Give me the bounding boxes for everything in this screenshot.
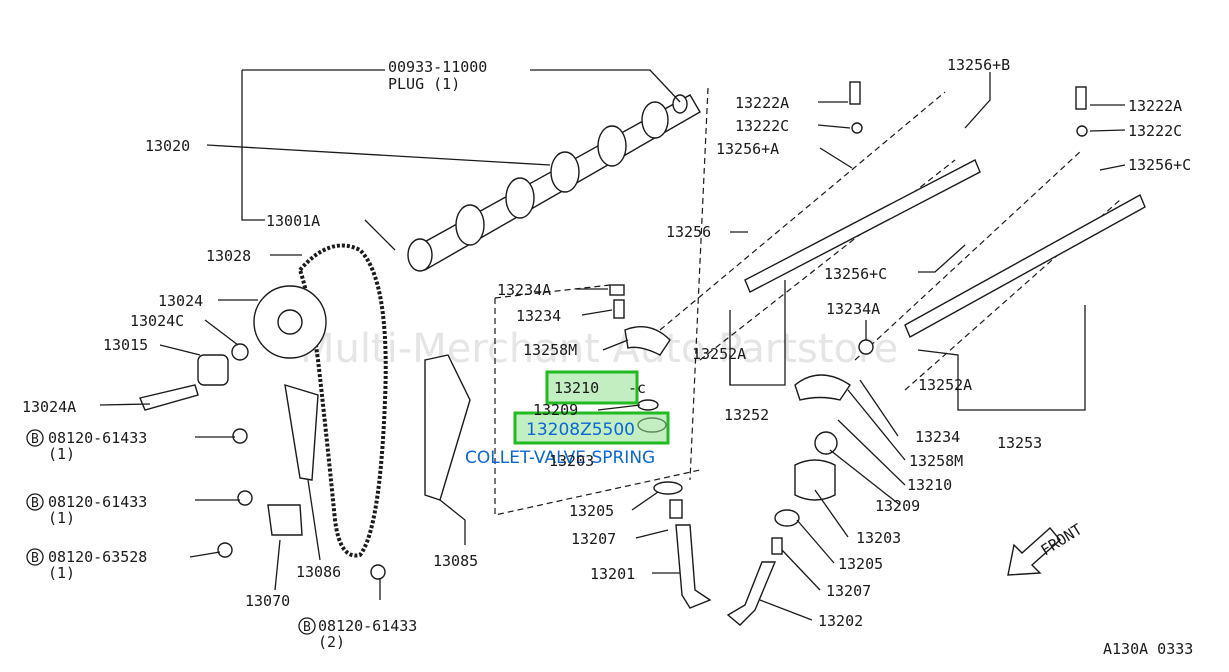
camshaft bbox=[407, 94, 701, 272]
svg-text:B: B bbox=[31, 551, 39, 566]
callout-c13024c: 13024C bbox=[130, 312, 184, 330]
callout-c13085: 13085 bbox=[433, 552, 478, 570]
callout-c13001a: 13001A bbox=[266, 212, 320, 230]
callout-plug-name: PLUG (1) bbox=[388, 75, 460, 93]
callout-c13202: 13202 bbox=[818, 612, 863, 630]
callout-c13258m-r: 13258M bbox=[909, 452, 963, 470]
sprocket-13015 bbox=[197, 354, 229, 386]
callout-b2q: (1) bbox=[48, 509, 75, 527]
callout-c13203-r: 13203 bbox=[856, 529, 901, 547]
callout-b1: 08120-61433 bbox=[48, 429, 147, 447]
callout-b3q: (1) bbox=[48, 564, 75, 582]
svg-text:B: B bbox=[303, 620, 311, 635]
bolt-13024a bbox=[139, 384, 199, 411]
callout-c13234a-r: 13234A bbox=[826, 300, 880, 318]
dash-cam-right bbox=[689, 87, 709, 481]
callout-c13015: 13015 bbox=[103, 336, 148, 354]
callout-c13222a-r: 13222A bbox=[1128, 97, 1182, 115]
front-arrow-icon bbox=[1007, 526, 1061, 576]
callout-c13256b: 13256+B bbox=[947, 56, 1010, 74]
callout-b2: 08120-61433 bbox=[48, 493, 147, 511]
washer-13024c bbox=[231, 343, 249, 361]
callout-c13203-l: 13203 bbox=[549, 452, 594, 470]
bolt-b-marker-icon: B bbox=[26, 548, 44, 566]
svg-text:B: B bbox=[31, 432, 39, 447]
callout-c13210-r: 13210 bbox=[907, 476, 952, 494]
rocker-shaft-left bbox=[744, 159, 981, 293]
callout-c13024: 13024 bbox=[158, 292, 203, 310]
highlight-13208-box[interactable] bbox=[513, 411, 670, 445]
svg-text:B: B bbox=[31, 496, 39, 511]
callout-c13209-l: 13209 bbox=[533, 401, 578, 419]
callout-c13205-l: 13205 bbox=[569, 502, 614, 520]
rocker-shaft-right bbox=[904, 194, 1146, 338]
callout-c13209-r: 13209 bbox=[875, 497, 920, 515]
bolt-b1 bbox=[232, 428, 248, 444]
callout-c13256c-r: 13256+C bbox=[1128, 156, 1191, 174]
dash-rocker-l1 bbox=[659, 91, 946, 331]
bolt-b3 bbox=[217, 542, 233, 558]
leader-lines bbox=[99, 69, 1126, 621]
callout-c13234-r: 13234 bbox=[915, 428, 960, 446]
callout-c13207-l: 13207 bbox=[571, 530, 616, 548]
diagram-code: A130A 0333 bbox=[1103, 640, 1193, 658]
front-label: FRONT bbox=[1038, 520, 1086, 559]
timing-chain bbox=[297, 243, 388, 558]
callout-c13222c-r: 13222C bbox=[1128, 122, 1182, 140]
callout-c13234a-l: 13234A bbox=[497, 281, 551, 299]
callout-b4: 08120-61433 bbox=[318, 617, 417, 635]
dash-rocker-r2 bbox=[904, 199, 1121, 391]
bolt-13222a-right bbox=[1075, 86, 1087, 110]
callout-c13070: 13070 bbox=[245, 592, 290, 610]
callout-c13256: 13256 bbox=[666, 223, 711, 241]
dash-valve-box bbox=[494, 298, 701, 516]
bolt-b-marker-icon: B bbox=[298, 617, 316, 635]
callout-c13252a-r: 13252A bbox=[918, 376, 972, 394]
callout-c13253: 13253 bbox=[997, 434, 1042, 452]
callout-c13028: 13028 bbox=[206, 247, 251, 265]
callout-plug-no: 00933-11000 bbox=[388, 58, 487, 76]
highlight-13210-text: 13210 bbox=[554, 379, 599, 397]
callout-c13252a-l: 13252A bbox=[692, 345, 746, 363]
callout-c13201: 13201 bbox=[590, 565, 635, 583]
callout-c13024a: 13024A bbox=[22, 398, 76, 416]
bolt-b4 bbox=[370, 564, 386, 580]
valve-train-left bbox=[609, 284, 712, 609]
callout-c13222c-l: 13222C bbox=[735, 117, 789, 135]
bolt-b-marker-icon: B bbox=[26, 429, 44, 447]
highlight-13208-fill bbox=[515, 413, 668, 443]
chain-guide-13086 bbox=[284, 384, 319, 481]
callout-c13256c-m: 13256+C bbox=[824, 265, 887, 283]
highlight-13210-fill bbox=[547, 372, 637, 403]
chain-guide-13085 bbox=[424, 354, 471, 501]
highlight-13210-box[interactable] bbox=[545, 370, 639, 405]
callout-c13258m-l: 13258M bbox=[523, 341, 577, 359]
callout-c13086: 13086 bbox=[296, 563, 341, 581]
callout-b1q: (1) bbox=[48, 445, 75, 463]
callout-c13205-r: 13205 bbox=[838, 555, 883, 573]
callout-c13020: 13020 bbox=[145, 137, 190, 155]
valve-train-right bbox=[726, 374, 851, 626]
highlight-caption: COLLET-VALVE SPRING bbox=[465, 448, 655, 468]
watermark: Multi-Merchant Auto Partstore bbox=[300, 326, 898, 372]
callout-c13234-l: 13234 bbox=[516, 307, 561, 325]
highlight-13208-text: 13208Z5500 bbox=[526, 420, 635, 440]
bolt-13222a-left bbox=[849, 81, 861, 105]
callout-c13207-r: 13207 bbox=[826, 582, 871, 600]
dash-rocker-r1 bbox=[854, 149, 1083, 361]
callout-c13256a: 13256+A bbox=[716, 140, 779, 158]
callout-c13222a-l: 13222A bbox=[735, 94, 789, 112]
callout-b4q: (2) bbox=[318, 633, 345, 651]
bolt-b-marker-icon: B bbox=[26, 493, 44, 511]
bolt-b2 bbox=[237, 490, 253, 506]
tensioner-13070 bbox=[267, 504, 303, 536]
callout-c13252: 13252 bbox=[724, 406, 769, 424]
callout-b3: 08120-63528 bbox=[48, 548, 147, 566]
highlight-13210-dash: -c bbox=[628, 379, 646, 397]
